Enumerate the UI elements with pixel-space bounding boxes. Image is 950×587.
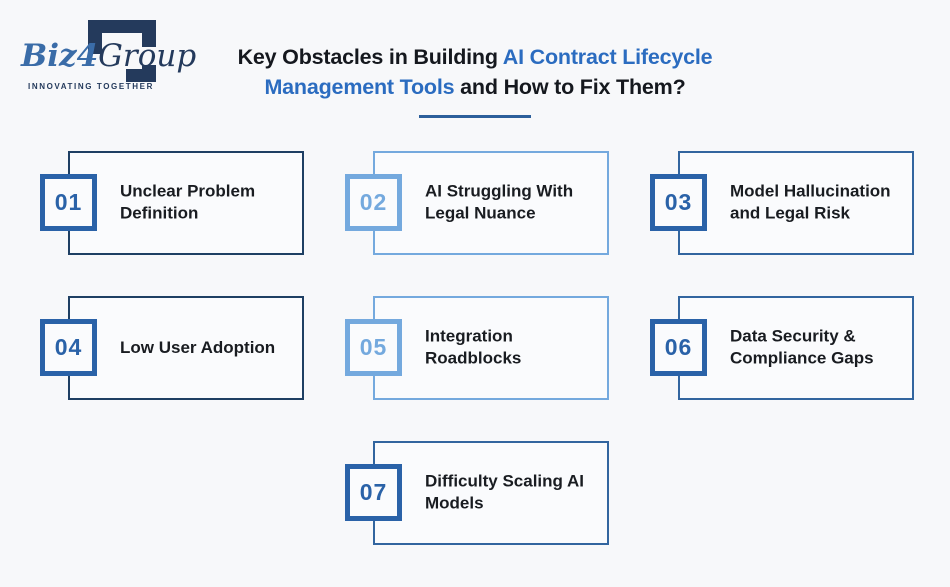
obstacle-number-badge: 07 [345,464,402,521]
obstacle-card: 06 Data Security & Compliance Gaps [650,296,914,400]
obstacle-card: 05 Integration Roadblocks [345,296,609,400]
obstacle-card: 07 Difficulty Scaling AI Models [345,441,609,545]
obstacle-number-badge: 04 [40,319,97,376]
obstacle-number: 05 [359,334,388,360]
obstacle-label: AI Struggling With Legal Nuance [425,181,574,223]
obstacle-label: Data Security & Compliance Gaps [730,326,874,368]
obstacle-card: 02 AI Struggling With Legal Nuance [345,151,609,255]
brand-biz: Biz [21,38,77,74]
brand-logo: Biz4Group INNOVATING TOGETHER [18,12,196,107]
obstacle-card: 03 Model Hallucination and Legal Risk [650,151,914,255]
title-line-1: Key Obstacles in Building AI Contract Li… [175,42,775,72]
page-title: Key Obstacles in Building AI Contract Li… [175,42,775,118]
brand-group: Group [98,38,197,74]
obstacle-number: 06 [664,334,693,360]
title-line-2: Management Tools and How to Fix Them? [175,72,775,102]
obstacle-number: 02 [359,189,388,215]
title-text-dark: Key Obstacles in Building [237,45,503,69]
obstacle-label: Unclear Problem Definition [120,181,256,223]
obstacle-number-badge: 02 [345,174,402,231]
obstacle-number: 07 [359,479,388,505]
title-text-blue: Management Tools [264,75,455,99]
brand-tagline: INNOVATING TOGETHER [28,82,154,91]
obstacle-number-badge: 06 [650,319,707,376]
brand-four: 4 [76,38,99,74]
obstacle-number: 04 [54,334,83,360]
obstacle-label: Difficulty Scaling AI Models [425,471,585,513]
title-text-dark: and How to Fix Them? [454,75,686,99]
obstacle-label: Low User Adoption [120,337,276,357]
obstacle-number: 01 [54,189,83,215]
obstacle-card: 04 Low User Adoption [40,296,304,400]
obstacle-label: Integration Roadblocks [425,326,522,368]
obstacle-number-badge: 05 [345,319,402,376]
obstacle-number-badge: 01 [40,174,97,231]
brand-wordmark: Biz4Group [21,38,196,74]
obstacle-number-badge: 03 [650,174,707,231]
title-underline [419,115,531,118]
obstacle-card: 01 Unclear Problem Definition [40,151,304,255]
title-text-blue: AI Contract Lifecycle [502,45,713,69]
obstacle-number: 03 [664,189,693,215]
obstacle-label: Model Hallucination and Legal Risk [730,181,891,223]
logo-bracket-icon [88,20,156,82]
